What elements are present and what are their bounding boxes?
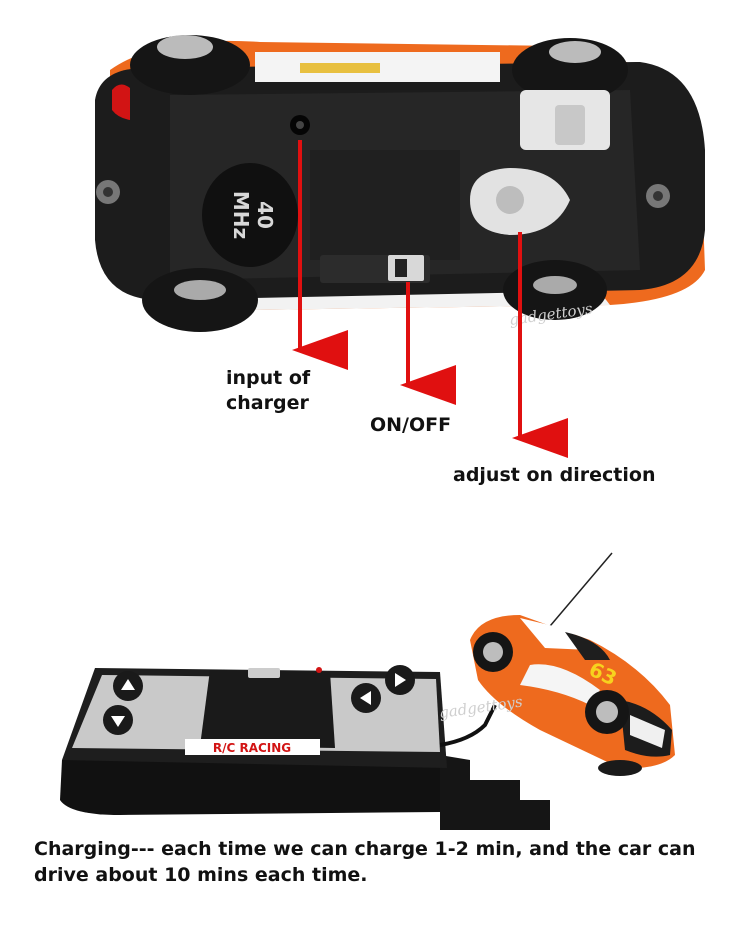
- frequency-unit: MHz: [229, 191, 253, 239]
- label-input-line2: charger: [226, 392, 309, 414]
- mini-rc-car: 63: [470, 615, 675, 776]
- label-input-line1: input of: [226, 367, 311, 389]
- frequency-disc: 40 MHz: [202, 163, 298, 267]
- remote-brand-badge: [185, 739, 320, 755]
- wheel-rear-right: [503, 260, 607, 320]
- watermark-bottom: gadgettoys: [438, 692, 524, 722]
- remote-brand-text: R/C RACING: [213, 741, 291, 755]
- wheel-rear-left: [142, 268, 258, 332]
- car-antenna: [544, 552, 613, 633]
- car-underside: 40 MHz gadgettoys: [95, 35, 705, 332]
- label-input-of-charger: input of charger: [226, 366, 310, 416]
- label-adjust-direction: adjust on direction: [453, 464, 656, 486]
- label-on-off: ON/OFF: [370, 414, 452, 436]
- remote-control: R/C RACING: [60, 665, 550, 830]
- charging-caption: Charging--- each time we can charge 1-2 …: [34, 838, 696, 886]
- wheel-front-right: [512, 38, 628, 102]
- direction-adjust-knob: [470, 168, 570, 235]
- wheel-front-left: [130, 35, 250, 95]
- frequency-number: 40: [253, 201, 277, 229]
